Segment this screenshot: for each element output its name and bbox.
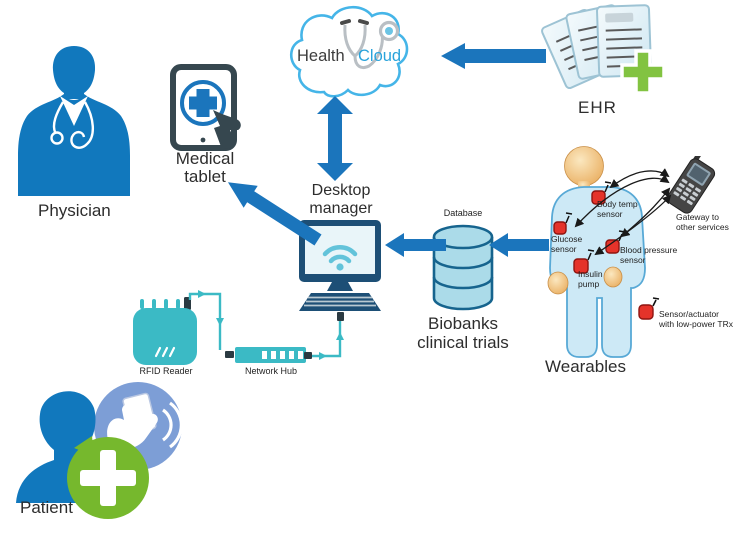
patient-icon: [8, 378, 198, 526]
cloud-outline: [289, 5, 409, 98]
glucose-sensor-label: Glucose sensor: [551, 234, 583, 254]
blood-pressure-sensor-label: Blood pressure sensor: [620, 245, 678, 265]
patient-label: Patient: [20, 498, 73, 517]
wifi-icon: [322, 244, 358, 271]
rfid-reader-label: RFID Reader: [139, 366, 193, 376]
health-cloud-icon: [286, 2, 436, 102]
network-hub-icon: [234, 344, 308, 366]
desktop-computer-icon: [294, 218, 386, 318]
physician-label: Physician: [38, 201, 111, 220]
biobanks-label: Biobanks clinical trials: [417, 314, 509, 352]
database-icon: [428, 220, 498, 314]
stethoscope-tube: [343, 24, 357, 58]
health-cloud-word-cloud: Cloud: [358, 47, 402, 65]
gateway-phone-icon: [658, 156, 724, 218]
wearables-label: Wearables: [545, 357, 626, 376]
medical-tablet-icon: [163, 64, 248, 154]
insulin-pump-icon: [573, 249, 595, 274]
network-hub-label: Network Hub: [244, 366, 298, 376]
desktop-manager-label: Desktop manager: [309, 182, 373, 217]
glucose-sensor-icon: [553, 212, 573, 235]
ehr-icon: [540, 0, 672, 100]
arrow-ehr-to-cloud: [441, 43, 546, 69]
legend-sensor-icon: [636, 296, 662, 322]
arrow-cloud-desktop-bidirectional: [317, 96, 353, 181]
medical-tablet-label: Medical tablet: [175, 149, 235, 186]
legend-label: Sensor/actuator with low-power TRx: [659, 309, 733, 329]
patient-plus-icon: [67, 436, 149, 519]
physician-icon: [14, 44, 134, 202]
insulin-pump-label: Insulin pump: [578, 269, 603, 289]
gateway-label: Gateway to other services: [676, 212, 729, 232]
body-temp-sensor-label: Body temp sensor: [597, 199, 638, 219]
wearable-person-head: [564, 146, 604, 186]
database-caption: Database: [443, 208, 483, 218]
health-cloud-word-health: Health: [297, 47, 345, 65]
ehr-plus-icon: [620, 49, 666, 95]
rfid-reader-icon: [128, 294, 204, 370]
ehr-label: EHR: [578, 98, 617, 117]
